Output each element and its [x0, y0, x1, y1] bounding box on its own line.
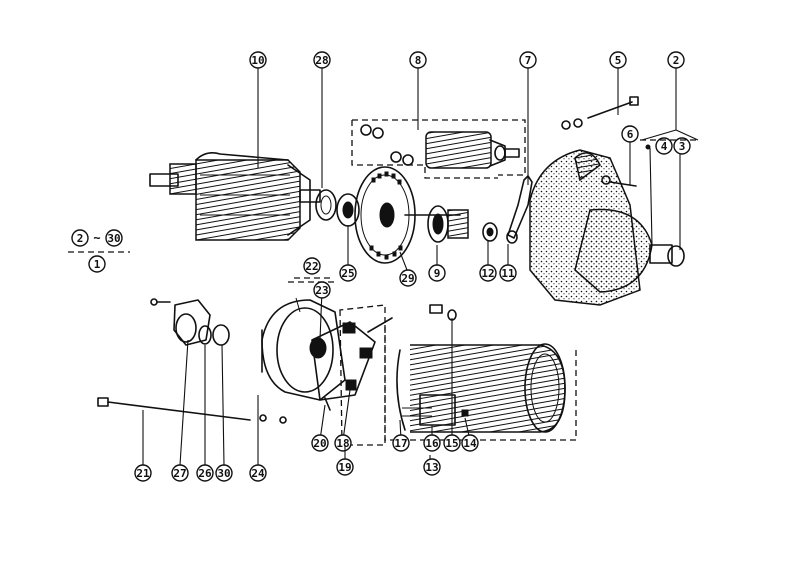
solenoid-group — [351, 119, 526, 179]
callout-6: 6 — [621, 125, 639, 143]
callout-25-label: 25 — [341, 267, 354, 280]
callout-9-label: 9 — [434, 267, 441, 280]
callout-20: 20 — [311, 434, 329, 452]
through-bolt — [97, 397, 287, 424]
callout-14: 14 — [461, 434, 479, 452]
callout-7-label: 7 — [525, 54, 532, 67]
lever-11 — [506, 175, 533, 244]
callout-28: 28 — [313, 51, 331, 69]
callout-17-label: 17 — [394, 437, 407, 450]
callout-24-label: 24 — [251, 467, 265, 480]
callout-11: 11 — [499, 264, 517, 282]
callout-15: 15 — [443, 434, 461, 452]
callout-23-label: 23 — [315, 284, 328, 297]
drive-plate-29 — [354, 166, 416, 264]
callout-12: 12 — [479, 264, 497, 282]
callout-3-label: 3 — [679, 140, 686, 153]
callout-13-label: 13 — [425, 461, 438, 474]
ring-12 — [482, 222, 498, 242]
callout-17: 17 — [392, 434, 410, 452]
callout-1-label: 1 — [94, 258, 101, 271]
callout-26: 26 — [196, 464, 214, 482]
leader-lines — [142, 68, 699, 466]
legend-tilde: ~ — [93, 231, 100, 245]
armature — [149, 152, 321, 241]
callout-9: 9 — [428, 264, 446, 282]
bushing-28 — [315, 189, 337, 221]
callout-30: 30 — [215, 464, 233, 482]
callout-4: 4 — [655, 137, 673, 155]
callout-22: 22 — [303, 257, 321, 275]
callout-5-label: 5 — [615, 54, 622, 67]
callout-27-label: 27 — [173, 467, 186, 480]
callout-21-label: 21 — [136, 467, 150, 480]
callout-2-legend: 2 — [71, 229, 89, 247]
callout-19-label: 19 — [338, 461, 351, 474]
callout-22-label: 22 — [305, 260, 318, 273]
callout-29: 29 — [399, 269, 417, 287]
callouts: 10 28 8 7 5 2 6 4 3 25 29 9 12 11 22 23 … — [134, 51, 691, 482]
callout-30-label: 30 — [217, 467, 230, 480]
callout-29-label: 29 — [401, 272, 414, 285]
callout-19: 19 — [336, 458, 354, 476]
callout-30-legend: 30 — [105, 229, 123, 247]
callout-16-label: 16 — [425, 437, 439, 450]
callout-16: 16 — [423, 434, 441, 452]
callout-2: 2 — [667, 51, 685, 69]
pinion-drive-9 — [404, 205, 469, 243]
callout-30-legend-label: 30 — [107, 232, 120, 245]
callout-26-label: 26 — [198, 467, 212, 480]
callout-13: 13 — [423, 458, 441, 476]
end-bracket — [150, 298, 230, 346]
callout-28-label: 28 — [315, 54, 328, 67]
callout-4-label: 4 — [661, 140, 668, 153]
callout-8: 8 — [409, 51, 427, 69]
callout-27: 27 — [171, 464, 189, 482]
callout-21: 21 — [134, 464, 152, 482]
callout-15-label: 15 — [445, 437, 458, 450]
callout-7: 7 — [519, 51, 537, 69]
callout-24: 24 — [249, 464, 267, 482]
callout-6-label: 6 — [627, 128, 634, 141]
callout-10-label: 10 — [251, 54, 264, 67]
drive-end-housing — [529, 96, 685, 306]
brush-plate — [311, 304, 393, 446]
callout-18-label: 18 — [336, 437, 349, 450]
callout-12-label: 12 — [481, 267, 494, 280]
callout-18: 18 — [334, 434, 352, 452]
callout-23: 23 — [313, 281, 331, 299]
callout-20-label: 20 — [313, 437, 326, 450]
callout-25: 25 — [339, 264, 357, 282]
callout-8-label: 8 — [415, 54, 422, 67]
callout-14-label: 14 — [463, 437, 477, 450]
yoke-field-assembly — [384, 304, 577, 441]
callout-2-label: 2 — [673, 54, 680, 67]
callout-5: 5 — [609, 51, 627, 69]
callout-10: 10 — [249, 51, 267, 69]
callout-3: 3 — [673, 137, 691, 155]
callout-2-legend-label: 2 — [77, 232, 84, 245]
commutator-end-cover — [261, 281, 346, 401]
legend-group: 2 ~ 30 1 — [68, 229, 130, 273]
callout-11-label: 11 — [501, 267, 515, 280]
callout-1: 1 — [88, 255, 106, 273]
